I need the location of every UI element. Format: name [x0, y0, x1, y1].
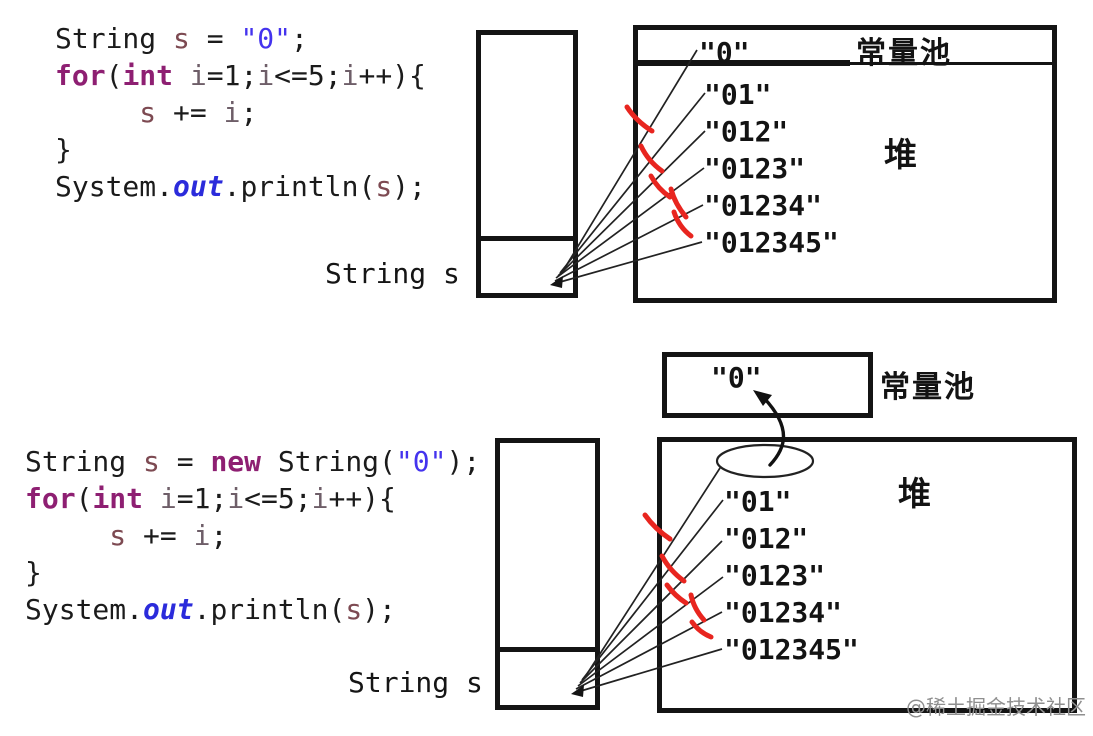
stack-variable-label-top: String s [325, 257, 460, 290]
code-token: int [92, 482, 144, 515]
code-token: "0" [395, 445, 447, 478]
constant-pool-label-bottom: 常量池 [880, 370, 976, 405]
heap-string: "01" [724, 485, 792, 518]
heap-string: "012345" [724, 633, 859, 666]
code-snippet-string-literal: String s = "0";for(int i=1;i<=5;i++){ s … [55, 20, 426, 205]
code-token: out [143, 593, 194, 626]
code-token: ; [210, 519, 228, 552]
code-token: i [227, 482, 245, 515]
code-token: out [173, 170, 224, 203]
stack-variable-label-bottom: String s [348, 666, 483, 699]
code-token: i [193, 519, 211, 552]
code-token [55, 96, 139, 129]
pool-heap-divider-thick [633, 60, 850, 66]
heap-string: "0123" [724, 559, 826, 592]
code-token: s [126, 445, 160, 478]
memory-box-top [633, 25, 1057, 303]
code-line: s += i; [55, 94, 426, 131]
code-token: += [126, 519, 194, 552]
heap-string: "012" [704, 115, 789, 148]
heap-string: "012" [724, 522, 809, 555]
code-token: =1; [176, 482, 228, 515]
code-token: System. [25, 593, 144, 626]
code-token: } [25, 556, 42, 589]
code-token: new [210, 445, 262, 478]
code-token: += [156, 96, 224, 129]
heap-string: "012345" [704, 226, 839, 259]
code-token: = [189, 22, 241, 55]
code-token: String [25, 445, 127, 478]
code-token: int [122, 59, 174, 92]
stack-variable-cell-top [476, 236, 578, 298]
code-line: for(int i=1;i<=5;i++){ [55, 57, 426, 94]
heap-string: "01234" [704, 189, 823, 222]
code-token: .println( [193, 593, 346, 626]
heap-box-bottom [657, 437, 1077, 713]
code-token: String [55, 22, 157, 55]
code-token: System. [55, 170, 174, 203]
pool-string-literal-bottom: "0" [711, 361, 762, 394]
code-token: for [55, 59, 106, 92]
code-token: ; [240, 96, 258, 129]
code-token: i [223, 96, 241, 129]
code-token: ); [392, 170, 426, 203]
pool-string-literal-top: "0" [699, 36, 750, 69]
code-token: String( [261, 445, 396, 478]
code-line: s += i; [25, 517, 480, 554]
code-token: ); [362, 593, 396, 626]
code-snippet-new-string: String s = new String("0");for(int i=1;i… [25, 443, 480, 628]
code-token: s [139, 96, 157, 129]
code-token: <=5; [244, 482, 312, 515]
code-token: s [345, 593, 363, 626]
code-token: i [143, 482, 177, 515]
code-token: ( [75, 482, 93, 515]
code-line: } [25, 554, 480, 591]
code-token: i [311, 482, 329, 515]
code-line: System.out.println(s); [55, 168, 426, 205]
constant-pool-box-bottom [662, 352, 873, 418]
code-token: =1; [206, 59, 258, 92]
code-token: ); [446, 445, 481, 478]
stack-variable-cell-bottom [495, 647, 600, 710]
code-token: i [257, 59, 275, 92]
code-token: = [159, 445, 211, 478]
code-token: for [25, 482, 76, 515]
code-token: i [173, 59, 207, 92]
code-line: String s = new String("0"); [25, 443, 480, 480]
code-token: ; [291, 22, 308, 55]
heap-string: "01234" [724, 596, 843, 629]
code-line: System.out.println(s); [25, 591, 480, 628]
code-line: for(int i=1;i<=5;i++){ [25, 480, 480, 517]
code-token: .println( [223, 170, 376, 203]
code-token: ++){ [328, 482, 396, 515]
heap-label-top: 堆 [884, 135, 917, 174]
code-token: ( [105, 59, 123, 92]
code-line: } [55, 131, 426, 168]
code-token: i [341, 59, 359, 92]
code-token: s [156, 22, 190, 55]
code-token: } [55, 133, 72, 166]
code-token [25, 519, 109, 552]
heap-string: "01" [704, 78, 772, 111]
heap-label-bottom: 堆 [898, 474, 931, 513]
code-token: s [109, 519, 127, 552]
code-token: s [375, 170, 393, 203]
code-token: <=5; [274, 59, 342, 92]
watermark: @稀土掘金技术社区 [906, 695, 1086, 719]
code-token: ++){ [358, 59, 426, 92]
pool-heap-divider-thin [848, 62, 1057, 65]
constant-pool-label-top: 常量池 [856, 36, 952, 71]
code-line: String s = "0"; [55, 20, 426, 57]
code-token: "0" [240, 22, 292, 55]
heap-string: "0123" [704, 152, 806, 185]
